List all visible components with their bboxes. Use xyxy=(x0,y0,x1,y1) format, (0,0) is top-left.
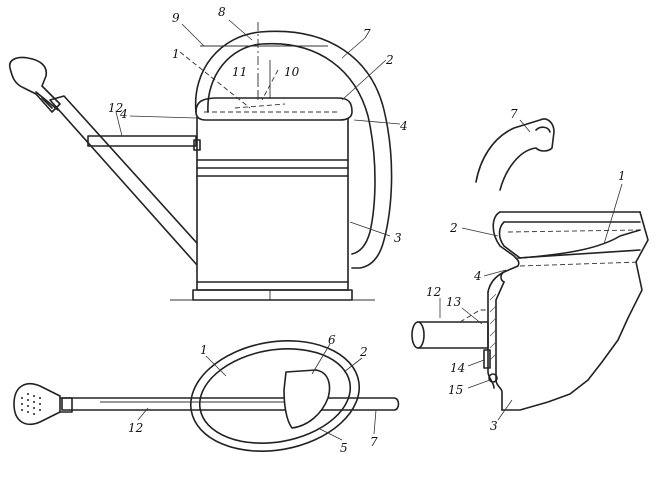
bracket xyxy=(483,349,491,369)
spout-rod xyxy=(61,397,400,411)
label-2: 2 xyxy=(449,221,458,235)
can-body xyxy=(192,111,353,301)
handle xyxy=(194,30,393,269)
label-2: 2 xyxy=(359,345,368,359)
label-2: 2 xyxy=(385,53,394,67)
detail-view: 7 1 2 4 12 13 14 15 3 xyxy=(411,107,649,433)
top-view: 1 6 2 12 5 7 xyxy=(13,333,400,455)
label-13: 13 xyxy=(446,295,462,309)
handle-inner xyxy=(207,42,376,255)
label-14: 14 xyxy=(450,361,465,375)
label-1: 1 xyxy=(200,343,208,357)
label-7: 7 xyxy=(510,107,518,121)
label-12: 12 xyxy=(108,101,123,115)
label-15: 15 xyxy=(448,383,463,397)
label-5: 5 xyxy=(340,441,348,455)
rose-nozzle xyxy=(8,56,61,113)
label-11: 11 xyxy=(232,65,247,79)
spout xyxy=(8,56,215,277)
wall-hatching xyxy=(489,293,497,361)
label-9: 9 xyxy=(172,11,180,25)
label-1: 1 xyxy=(618,169,626,183)
lid xyxy=(195,97,353,121)
label-3: 3 xyxy=(490,419,498,433)
label-4-left: 4 xyxy=(119,107,128,121)
pipe xyxy=(417,321,489,349)
label-4: 4 xyxy=(473,269,482,283)
lid-plate xyxy=(283,369,331,429)
label-3: 3 xyxy=(394,231,402,245)
rose-holes xyxy=(21,393,41,415)
label-10: 10 xyxy=(284,65,300,79)
inner-rim xyxy=(198,348,352,444)
break-line xyxy=(501,211,649,411)
detail-handle xyxy=(475,118,555,191)
label-7: 7 xyxy=(363,27,371,41)
label-6: 6 xyxy=(328,333,336,347)
rose-head xyxy=(13,382,61,426)
rim-fold xyxy=(492,211,520,283)
side-view: 9 8 7 1 11 10 2 4 4 12 3 xyxy=(8,5,408,301)
label-12: 12 xyxy=(426,285,441,299)
label-8: 8 xyxy=(218,5,226,19)
screw xyxy=(488,373,498,383)
stay-bar xyxy=(87,135,197,147)
label-1: 1 xyxy=(172,47,180,61)
label-4-right: 4 xyxy=(399,119,408,133)
label-7: 7 xyxy=(370,435,378,449)
label-12: 12 xyxy=(128,421,143,435)
